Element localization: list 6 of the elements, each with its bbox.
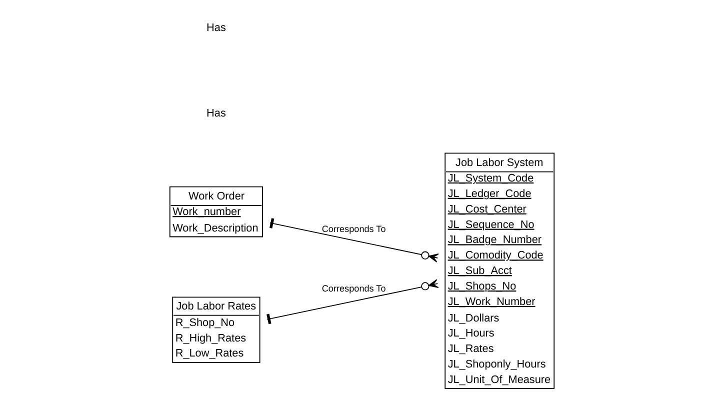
label: Has — [206, 107, 226, 120]
edge-label: Corresponds To — [321, 224, 386, 234]
connector — [269, 218, 438, 262]
connector — [266, 279, 438, 324]
edge-label: Corresponds To — [321, 284, 386, 294]
label: Has — [206, 22, 226, 34]
